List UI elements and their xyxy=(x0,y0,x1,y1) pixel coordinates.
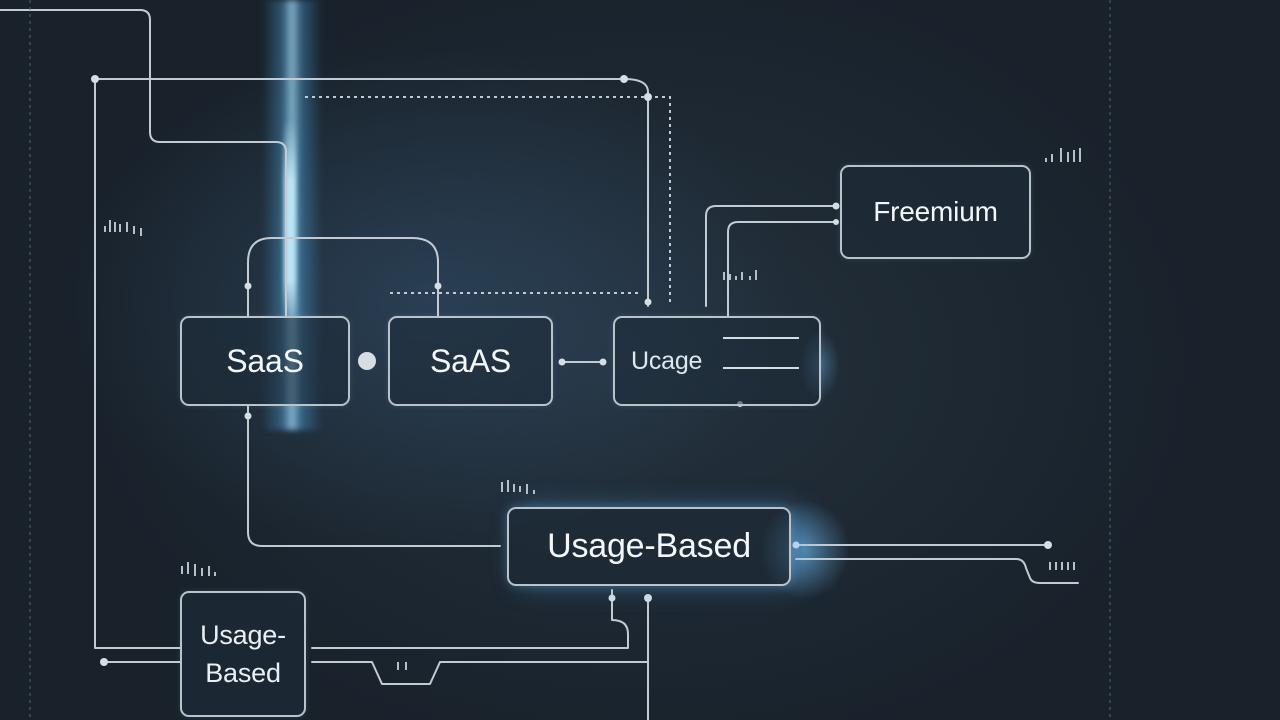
tick-cluster xyxy=(1045,148,1081,162)
saas-link-dot xyxy=(358,352,376,370)
connector-saas-loop xyxy=(247,237,439,317)
junction-dot xyxy=(558,358,566,366)
junction-dot xyxy=(91,75,99,83)
junction-dot xyxy=(644,594,652,602)
node-label: Freemium xyxy=(873,196,998,227)
tick-cluster xyxy=(181,562,216,576)
node-usage-based[interactable]: Usage-Based xyxy=(507,507,791,586)
connector-usage-based-down-2 xyxy=(311,589,629,649)
tick-cluster xyxy=(397,662,407,670)
dotted-top-guide xyxy=(305,96,671,306)
junction-dot xyxy=(100,658,108,666)
connector-left-vertical xyxy=(94,78,181,649)
tick-cluster xyxy=(1049,562,1075,570)
junction-dot xyxy=(434,282,442,290)
junction-dot xyxy=(833,219,839,225)
junction-dot xyxy=(244,282,252,290)
junction-dot xyxy=(244,412,252,420)
connector-to-usage-top xyxy=(623,78,649,307)
tick-cluster xyxy=(104,220,142,236)
junction-dot xyxy=(792,541,800,549)
node-label-line-2: Based xyxy=(205,658,281,688)
node-label: Usage-Based xyxy=(547,527,751,565)
junction-dot xyxy=(599,358,607,366)
node-saas[interactable]: SaaS xyxy=(180,316,350,406)
node-usage-based-small[interactable]: Usage- Based xyxy=(180,591,306,717)
junction-dot xyxy=(608,594,616,602)
connector-freemium-to-usage-2 xyxy=(727,221,837,317)
node-label: SaaS xyxy=(226,342,304,379)
node-usage[interactable]: Ucage xyxy=(613,316,821,406)
connector-saas-to-usage-based xyxy=(247,405,501,547)
node-label: SaAS xyxy=(429,342,512,379)
node-label: Ucage xyxy=(631,346,703,375)
node-decor-line xyxy=(723,367,799,369)
connector-usage-based-right-2 xyxy=(795,558,1079,584)
junction-dot xyxy=(832,202,840,210)
node-saas-alt[interactable]: SaAS xyxy=(388,316,553,406)
junction-dot xyxy=(644,93,652,101)
tick-cluster xyxy=(723,270,757,280)
connector-small-node-right xyxy=(311,661,649,685)
junction-dot xyxy=(644,298,652,306)
connector-top-left xyxy=(0,9,287,317)
node-decor-line xyxy=(723,337,799,339)
junction-dot xyxy=(1044,541,1052,549)
connector-freemium-to-usage xyxy=(705,205,837,307)
junction-dot xyxy=(620,75,628,83)
node-label-line-1: Usage- xyxy=(200,620,286,650)
tick-cluster xyxy=(501,480,535,494)
node-label-multiline: Usage- Based xyxy=(200,616,286,692)
node-freemium[interactable]: Freemium xyxy=(840,165,1031,259)
